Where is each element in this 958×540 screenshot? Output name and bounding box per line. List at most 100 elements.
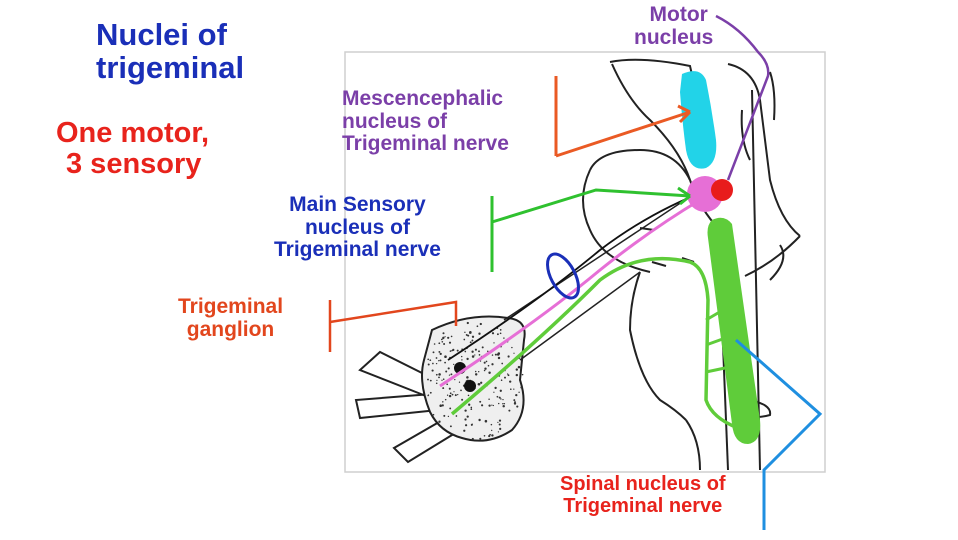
stipple-dot bbox=[479, 437, 482, 440]
stipple-dot bbox=[479, 400, 482, 403]
stipple-dot bbox=[450, 335, 453, 338]
stipple-dot bbox=[470, 406, 473, 409]
main-label-line-1: Main Sensory bbox=[289, 193, 426, 216]
stipple-dot bbox=[503, 403, 506, 405]
stipple-dot bbox=[467, 394, 470, 397]
pointer-motor bbox=[715, 14, 770, 181]
stipple-dot bbox=[520, 386, 523, 389]
stipple-dot bbox=[429, 379, 432, 382]
stipple-dot bbox=[444, 336, 446, 338]
stipple-dot bbox=[461, 359, 463, 361]
stipple-dot bbox=[448, 341, 452, 344]
stipple-dot bbox=[496, 395, 499, 398]
stipple-dot bbox=[500, 398, 502, 400]
motor-nucleus bbox=[711, 179, 733, 201]
stipple-dot bbox=[478, 418, 481, 422]
stipple-dot bbox=[467, 334, 470, 337]
stipple-dot bbox=[438, 373, 441, 376]
stipple-dot bbox=[507, 355, 510, 358]
stipple-dot bbox=[448, 394, 452, 398]
stipple-dot bbox=[466, 321, 469, 325]
stipple-dot bbox=[502, 403, 504, 405]
stipple-dot bbox=[457, 393, 459, 396]
stipple-dot bbox=[497, 431, 500, 433]
stipple-dot bbox=[513, 399, 516, 402]
fiber-spinal bbox=[450, 256, 739, 430]
stipple-dot bbox=[455, 415, 458, 417]
stipple-dot bbox=[439, 404, 442, 407]
stipple-dot bbox=[427, 378, 429, 381]
main-label-line-2: nucleus of bbox=[304, 215, 410, 239]
stipple-dot bbox=[477, 383, 481, 386]
stipple-dot bbox=[502, 404, 505, 408]
stipple-dot bbox=[488, 435, 491, 438]
stipple-dot bbox=[481, 404, 484, 407]
stipple-dot bbox=[435, 357, 438, 359]
stipple-dot bbox=[483, 435, 486, 437]
nerve-divisions bbox=[354, 350, 471, 464]
stipple-dot bbox=[471, 350, 474, 353]
stipple-dot bbox=[488, 398, 490, 401]
pointer-ganglion bbox=[328, 300, 458, 352]
stipple-dot bbox=[429, 359, 432, 362]
nerve-ring bbox=[546, 252, 580, 300]
stipple-dot bbox=[474, 354, 476, 356]
stipple-dot bbox=[485, 360, 488, 363]
stipple-dot bbox=[464, 331, 466, 333]
stipple-dot bbox=[435, 362, 438, 365]
stipple-dot bbox=[498, 419, 502, 422]
stipple-dot bbox=[461, 398, 464, 401]
stipple-dot bbox=[435, 373, 438, 376]
stipple-dot bbox=[499, 329, 502, 331]
stipple-dot bbox=[521, 373, 524, 376]
main-label-line-3: Trigeminal nerve bbox=[274, 238, 441, 262]
stipple-dot bbox=[503, 337, 505, 339]
stipple-dot bbox=[441, 341, 444, 343]
stipple-dot bbox=[458, 381, 461, 383]
stipple-dot bbox=[488, 404, 491, 407]
stipple-dot bbox=[493, 391, 495, 393]
stipple-dot bbox=[456, 349, 459, 352]
stipple-dot bbox=[496, 353, 500, 356]
stipple-dot bbox=[448, 387, 451, 390]
stipple-dot bbox=[490, 423, 493, 426]
stipple-dot bbox=[466, 357, 469, 361]
stipple-dot bbox=[454, 378, 456, 381]
stipple-dot bbox=[442, 387, 445, 390]
stipple-dot bbox=[508, 409, 511, 412]
stipple-dot bbox=[442, 378, 445, 380]
spinal-label-line-1: Spinal nucleus of bbox=[560, 473, 726, 495]
stipple-dot bbox=[445, 370, 448, 373]
stipple-dot bbox=[460, 389, 462, 392]
spinal-label-line-2: Trigeminal nerve bbox=[563, 494, 723, 517]
stipple-dot bbox=[449, 407, 452, 410]
stipple-dot bbox=[471, 339, 474, 342]
stipple-dot bbox=[476, 325, 479, 328]
stipple-dot bbox=[429, 391, 432, 394]
stipple-dot bbox=[448, 374, 451, 376]
stipple-dot bbox=[487, 350, 489, 353]
stipple-dot bbox=[504, 376, 506, 379]
stipple-dot bbox=[444, 361, 446, 364]
stipple-dot bbox=[432, 351, 435, 354]
stipple-dot bbox=[491, 354, 494, 356]
pointer-main-sensory bbox=[490, 186, 691, 272]
stipple-dot bbox=[491, 404, 493, 406]
stipple-dot bbox=[492, 404, 495, 407]
stipple-dot bbox=[483, 369, 486, 372]
stipple-dot bbox=[446, 383, 449, 386]
stipple-dot bbox=[441, 404, 444, 407]
stipple-dot bbox=[438, 360, 440, 362]
stipple-dot bbox=[513, 388, 515, 390]
stipple-dot bbox=[464, 424, 468, 427]
stipple-dot bbox=[438, 420, 441, 423]
stipple-dot bbox=[442, 401, 444, 403]
stipple-dot bbox=[435, 382, 438, 385]
stipple-dot bbox=[515, 373, 518, 377]
label-spinal-nucleus: Spinal nucleus of Trigeminal nerve bbox=[560, 473, 726, 517]
stipple-dot bbox=[474, 373, 478, 376]
stipple-dot bbox=[432, 362, 434, 365]
pointer-spinal bbox=[735, 338, 823, 530]
stipple-dot bbox=[509, 380, 512, 383]
stipple-dot bbox=[432, 413, 435, 416]
